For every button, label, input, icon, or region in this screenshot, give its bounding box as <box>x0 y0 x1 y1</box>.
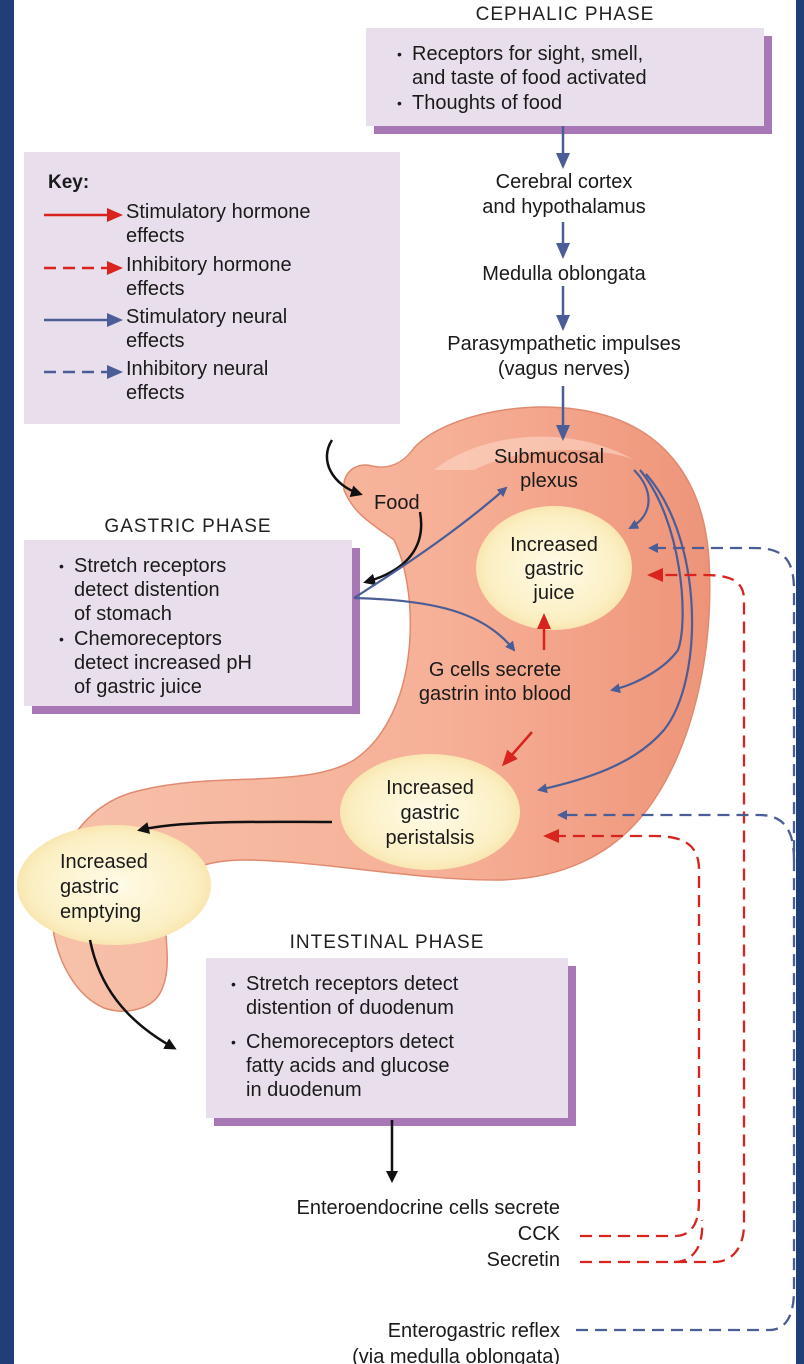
key-arrows <box>44 215 120 372</box>
intestinal-bullet-1: • Stretch receptors detect distention of… <box>246 972 458 1020</box>
cephalic-phase-title: CEPHALIC PHASE <box>366 2 764 27</box>
intestinal-bullet-2: • Chemoreceptors detect fatty acids and … <box>246 1030 454 1102</box>
gastric-phase-title: GASTRIC PHASE <box>24 514 352 539</box>
arrow-emptying-to-intestine <box>90 940 174 1048</box>
medulla-label: Medulla oblongata <box>414 262 714 287</box>
bullet-dot: • <box>231 972 236 996</box>
key-title: Key: <box>48 170 89 195</box>
diagram-canvas: CEPHALIC PHASE • Receptors for sight, sm… <box>14 0 796 1364</box>
bullet-dot: • <box>397 91 402 115</box>
arrow-gastric-to-gcells <box>354 598 514 650</box>
arrow-cck-to-peristalsis <box>546 836 699 1236</box>
bullet-dot: • <box>59 627 64 651</box>
key-item-stimulatory-neural: Stimulatory neural effects <box>126 305 287 353</box>
peristalsis-label: Increased gastric peristalsis <box>350 776 510 851</box>
cephalic-bullet-1: • Receptors for sight, smell, and taste … <box>412 42 647 90</box>
enterogastric-reflex-label: Enterogastric reflex (via medulla oblong… <box>214 1318 560 1364</box>
key-item-stimulatory-hormone: Stimulatory hormone effects <box>126 200 311 248</box>
arrow-peristalsis-to-emptying <box>140 822 332 830</box>
key-item-inhibitory-hormone: Inhibitory hormone effects <box>126 253 292 301</box>
cephalic-bullet-2: • Thoughts of food <box>412 91 562 115</box>
food-label: Food <box>374 491 420 516</box>
arrow-gastrin-to-peristalsis <box>504 732 532 764</box>
intestinal-phase-title: INTESTINAL PHASE <box>206 930 568 955</box>
bullet-dot: • <box>59 554 64 578</box>
submucosal-label: Submucosal plexus <box>474 445 624 493</box>
key-item-inhibitory-neural: Inhibitory neural effects <box>126 357 268 405</box>
cck-label: CCK <box>464 1222 560 1247</box>
secretin-label: Secretin <box>414 1248 560 1273</box>
gastric-bullet-2: • Chemoreceptors detect increased pH of … <box>74 627 252 699</box>
parasympathetic-label: Parasympathetic impulses (vagus nerves) <box>404 332 724 382</box>
arrow-submucosal-to-peristalsis <box>539 474 692 790</box>
bullet-dot: • <box>397 42 402 66</box>
bullet-dot: • <box>231 1030 236 1054</box>
g-cells-label: G cells secrete gastrin into blood <box>380 658 610 706</box>
cortex-label: Cerebral cortex and hypothalamus <box>414 170 714 220</box>
arrow-food-in <box>327 440 360 494</box>
enteroendocrine-label: Enteroendocrine cells secrete <box>164 1196 560 1221</box>
gastric-bullet-1: • Stretch receptors detect distention of… <box>74 554 226 626</box>
emptying-label: Increased gastric emptying <box>60 850 148 925</box>
gastric-juice-label: Increased gastric juice <box>484 533 624 605</box>
